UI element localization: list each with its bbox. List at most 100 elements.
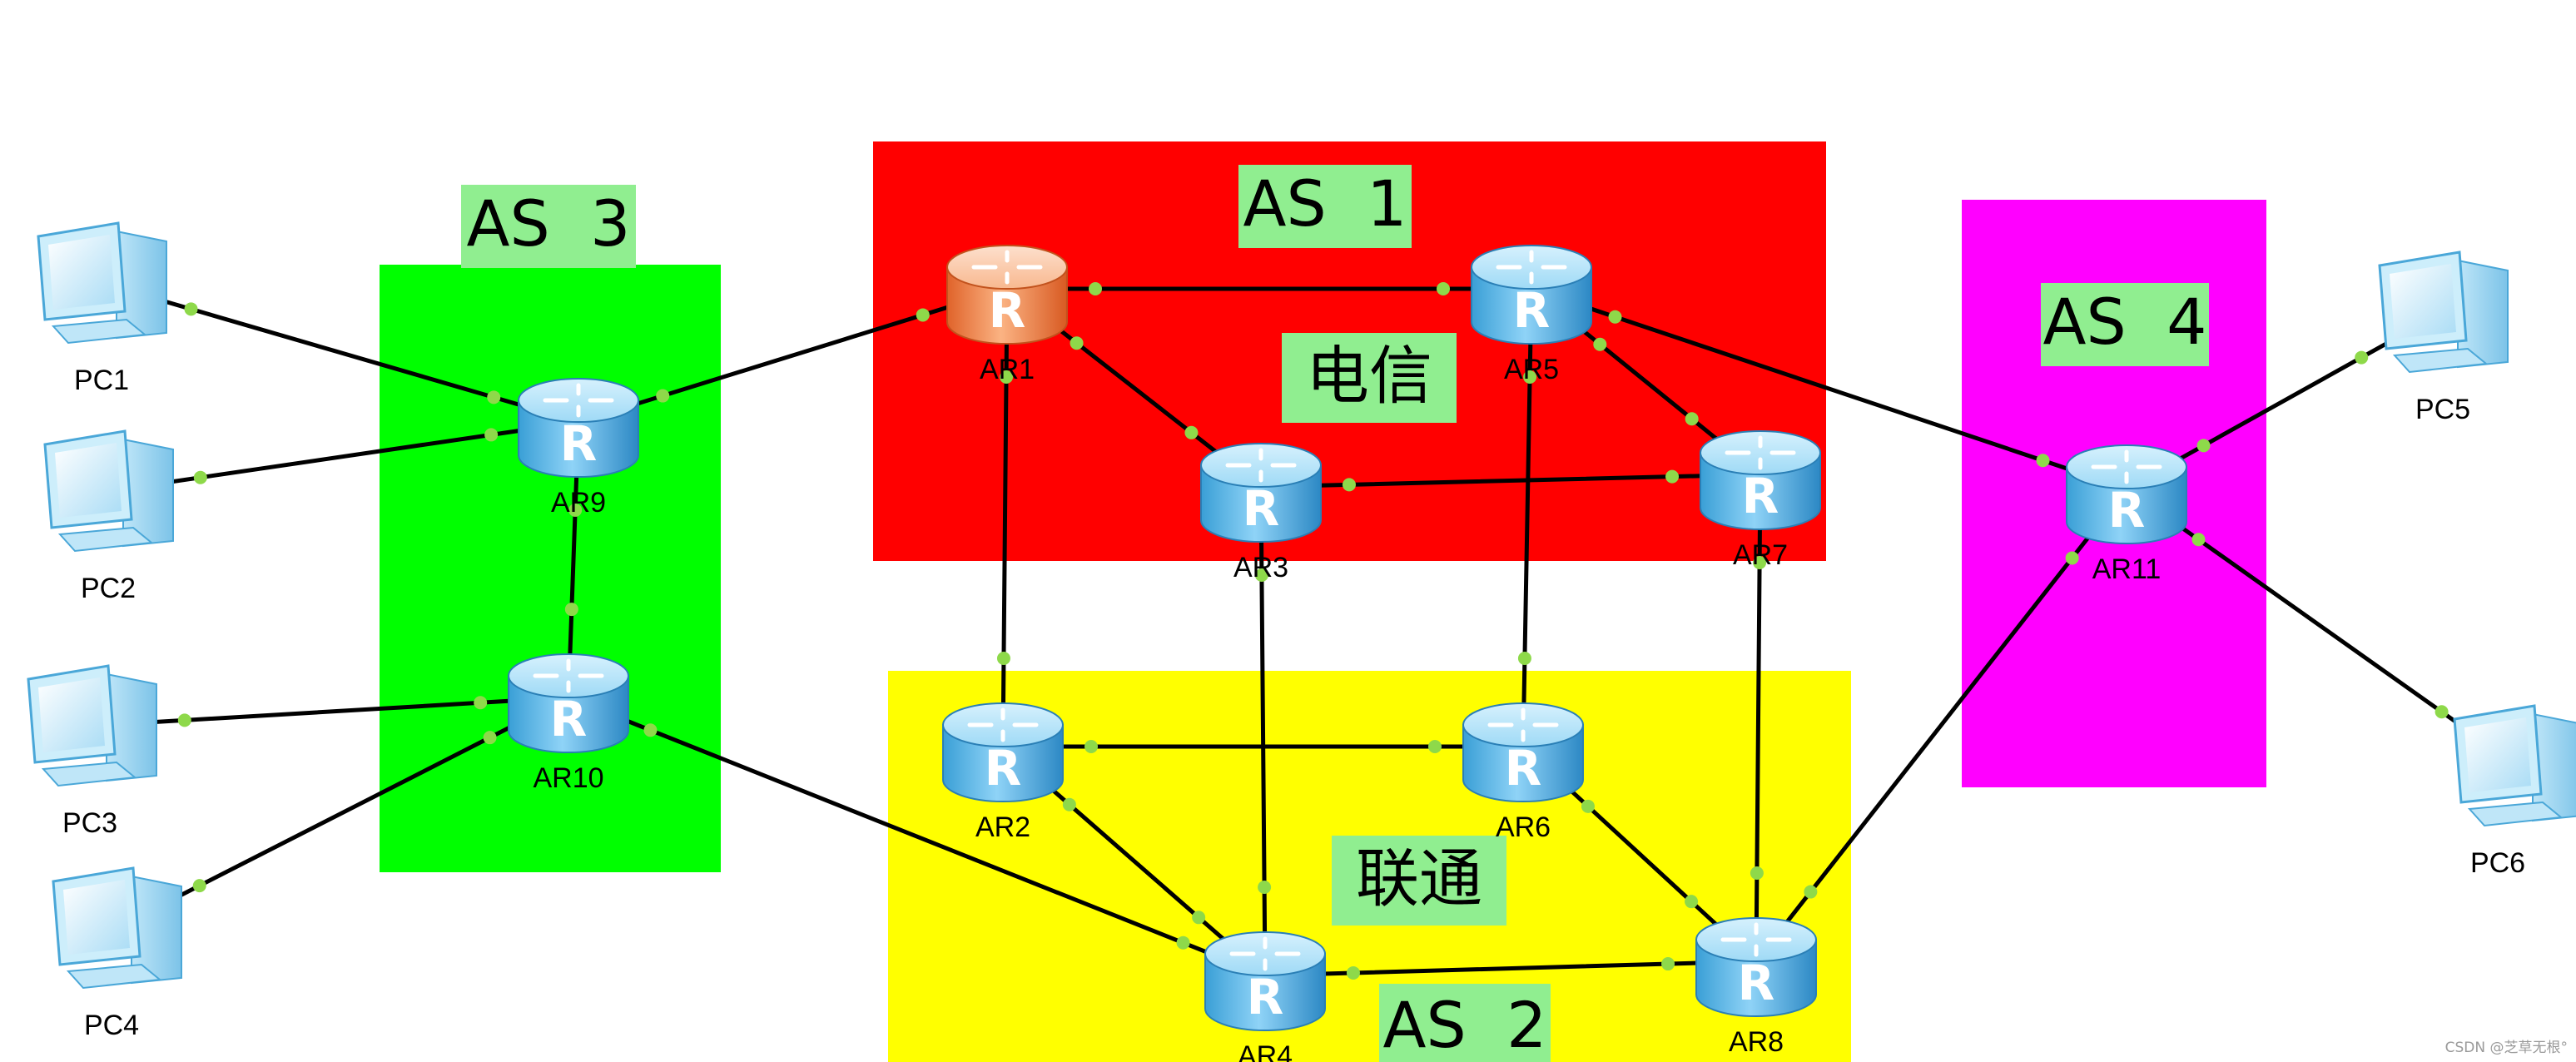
nodes: RAR1RAR2RAR3RAR4RAR5RAR6RAR7RAR8RAR9RAR1… <box>27 221 2576 1062</box>
port-dot <box>1608 310 1622 324</box>
port-dot <box>474 696 488 710</box>
router-glyph-icon: R <box>1513 282 1551 339</box>
port-dot <box>487 390 501 404</box>
region-label-box <box>2041 283 2209 366</box>
link-ar5-ar6 <box>1521 286 1534 749</box>
port-dot <box>1665 469 1680 484</box>
port-dot <box>192 879 206 893</box>
link-pc2-ar9 <box>106 419 581 494</box>
router-glyph-icon: R <box>1247 969 1284 1025</box>
port-dot <box>1254 568 1268 582</box>
port-dot <box>184 302 198 316</box>
port-dot <box>1753 555 1767 569</box>
pc-pc6[interactable]: PC6 <box>2453 704 2576 879</box>
pc-pc4[interactable]: PC4 <box>52 866 182 1041</box>
router-top <box>1462 702 1584 747</box>
port-dot <box>656 389 670 403</box>
router-arrows-icon <box>967 707 1039 742</box>
pc-pc3[interactable]: PC3 <box>27 664 157 839</box>
port-dot <box>1176 935 1190 950</box>
region-label-as1: AS 1 <box>1238 165 1412 248</box>
region-labels: AS 3 AS 1 AS 4 AS 2 电信 联通 <box>461 165 2209 1062</box>
pc-label: PC5 <box>2415 394 2470 425</box>
router-label: AR5 <box>1504 354 1559 385</box>
isp-label-text: 电信 <box>1306 339 1432 413</box>
port-dot <box>1258 881 1272 895</box>
router-label: AR6 <box>1496 811 1551 843</box>
router-glyph-icon: R <box>550 691 588 747</box>
region-label-text: AS 3 <box>467 186 631 261</box>
pc-pc5[interactable]: PC5 <box>2378 251 2509 425</box>
pc-screen <box>55 443 122 518</box>
router-ar5[interactable]: R AR5 <box>1471 245 1592 385</box>
port-dot <box>1184 425 1199 439</box>
router-label: AR9 <box>551 487 606 519</box>
router-top <box>946 245 1068 290</box>
port-dot <box>568 503 583 517</box>
port-dot <box>643 723 658 737</box>
router-label: AR3 <box>1233 552 1288 583</box>
pc-screen <box>38 677 105 752</box>
port-dot <box>483 731 497 745</box>
router-ar11[interactable]: R AR11 <box>2066 444 2187 585</box>
isp-label-box <box>1282 333 1457 423</box>
region-label-text: AS 4 <box>2043 285 2207 359</box>
region-label-as2: AS 2 <box>1379 984 1551 1062</box>
port-dot <box>1085 740 1098 753</box>
port-dot <box>2355 350 2369 365</box>
region-label-box <box>1238 165 1412 248</box>
router-glyph-icon: R <box>2108 482 2146 538</box>
router-label: AR11 <box>2092 553 2162 585</box>
pc-keyboard <box>2392 347 2489 374</box>
router-ar4[interactable]: R AR4 <box>1204 931 1326 1062</box>
region-label-as4: AS 4 <box>2041 283 2209 366</box>
port-dot <box>1192 911 1206 925</box>
port-dot <box>2065 551 2079 565</box>
link-pc3-ar10 <box>89 695 571 728</box>
port-dot <box>2191 533 2206 547</box>
port-dot <box>2196 439 2211 453</box>
router-glyph-icon: R <box>989 282 1026 339</box>
pc-keyboard <box>51 318 147 345</box>
pc-screen <box>2464 717 2531 792</box>
pc-label: PC2 <box>81 573 136 604</box>
link-ar9-ar1 <box>576 286 1010 424</box>
router-glyph-icon: R <box>1742 468 1779 524</box>
port-dot <box>193 470 207 484</box>
router-arrows-icon <box>2091 449 2162 484</box>
link-ar3-ar4 <box>1258 484 1268 978</box>
pc-label: PC4 <box>84 1010 139 1041</box>
router-label: AR4 <box>1238 1040 1293 1062</box>
port-dot <box>1089 282 1102 295</box>
region-label-text: AS 1 <box>1243 166 1407 241</box>
router-arrows-icon <box>1225 448 1297 483</box>
port-dot <box>1661 957 1675 971</box>
region-label-box <box>1379 984 1551 1062</box>
port-dot <box>996 652 1010 666</box>
port-dot <box>1062 797 1076 811</box>
pc-label: PC6 <box>2470 847 2525 879</box>
isp-label-text: 联通 <box>1356 841 1482 916</box>
router-glyph-icon: R <box>985 740 1022 796</box>
port-dot <box>484 428 499 442</box>
pc-label: PC3 <box>62 807 117 839</box>
router-top <box>1695 917 1817 962</box>
pc-screen <box>63 880 130 955</box>
pc-pc2[interactable]: PC2 <box>43 429 174 604</box>
as-regions <box>380 141 2266 1062</box>
router-top <box>2066 444 2187 489</box>
port-dot <box>1517 652 1531 666</box>
pc-keyboard <box>66 963 162 990</box>
port-dot <box>1437 282 1450 295</box>
region-label-as3: AS 3 <box>461 185 636 268</box>
router-arrows-icon <box>971 250 1043 285</box>
pc-pc1[interactable]: PC1 <box>37 221 167 396</box>
